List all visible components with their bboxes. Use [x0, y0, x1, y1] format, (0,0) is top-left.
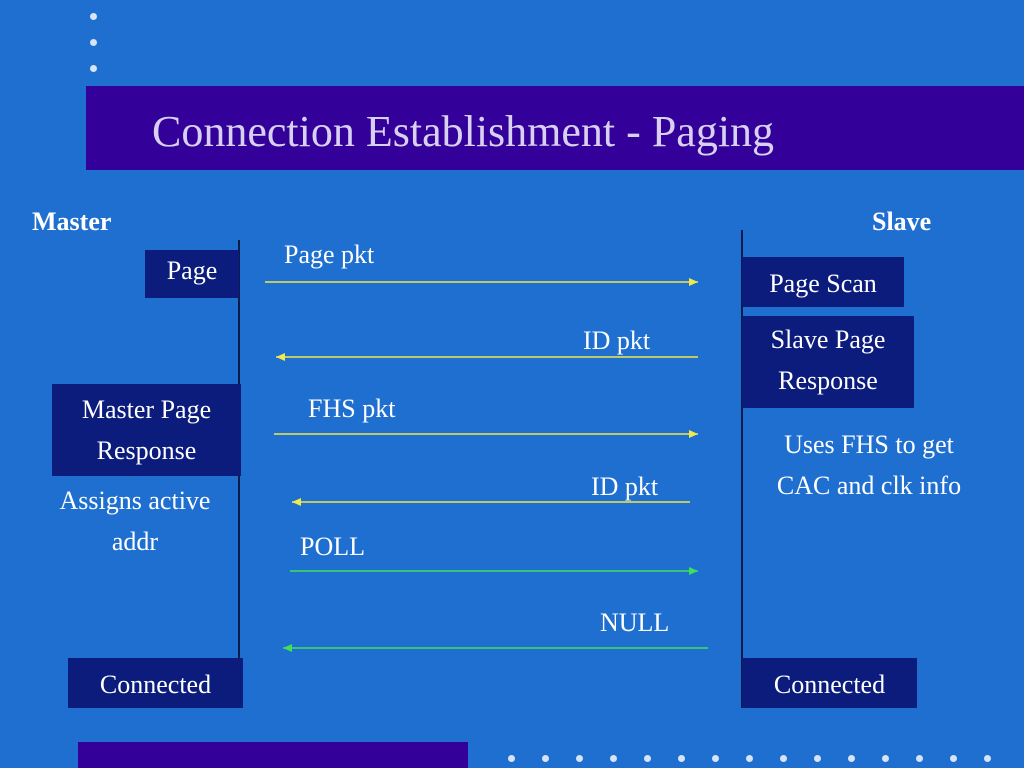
decor-dot: [542, 755, 549, 762]
slave-page-response-line2: Response: [778, 366, 878, 395]
decor-dot: [712, 755, 719, 762]
decor-dot: [746, 755, 753, 762]
slave-connected-box: Connected: [742, 658, 917, 708]
slave-page-response-box: Slave Page Response: [742, 316, 914, 408]
message-label-null: NULL: [600, 608, 670, 637]
master-note-line2: addr: [111, 527, 159, 556]
decor-dot: [916, 755, 923, 762]
master-note-line1: Assigns active: [59, 486, 211, 515]
arrowhead-icon: [276, 353, 285, 361]
title-bar: [86, 86, 1024, 170]
decor-dot: [814, 755, 821, 762]
decor-dot: [984, 755, 991, 762]
arrowhead-icon: [689, 278, 698, 286]
decor-dot: [950, 755, 957, 762]
arrowhead-icon: [689, 430, 698, 438]
slide-title: Connection Establishment - Paging: [152, 107, 775, 156]
decor-dot: [780, 755, 787, 762]
master-note: Assigns active addr: [30, 480, 240, 562]
decor-dot: [848, 755, 855, 762]
decor-dot: [90, 65, 97, 72]
decor-dot: [610, 755, 617, 762]
decor-dot: [882, 755, 889, 762]
decor-dot: [576, 755, 583, 762]
message-label-fhs-pkt: FHS pkt: [308, 394, 396, 423]
master-page-response-line1: Master Page: [81, 395, 212, 424]
message-label-id-pkt: ID pkt: [583, 326, 651, 355]
decor-dot: [644, 755, 651, 762]
slave-note-line1: Uses FHS to get: [784, 430, 954, 459]
decor-dot: [678, 755, 685, 762]
master-connected-box: Connected: [68, 658, 243, 708]
decor-dot: [90, 39, 97, 46]
arrowhead-icon: [283, 644, 292, 652]
arrowhead-icon: [292, 498, 301, 506]
message-label-id-pkt: ID pkt: [591, 472, 659, 501]
master-page-response-box: Master Page Response: [52, 384, 241, 476]
message-label-page-pkt: Page pkt: [284, 240, 375, 269]
slave-page-response-line1: Slave Page: [770, 325, 886, 354]
slave-heading: Slave: [872, 207, 932, 236]
slave-note: Uses FHS to get CAC and clk info: [740, 424, 998, 506]
slave-note-line2: CAC and clk info: [776, 471, 962, 500]
arrowhead-icon: [689, 567, 698, 575]
decor-dot: [508, 755, 515, 762]
slave-lifeline: [741, 230, 743, 708]
bottom-bar: [78, 742, 468, 768]
master-page-box: Page: [145, 250, 239, 298]
master-heading: Master: [32, 207, 112, 236]
master-page-response-line2: Response: [96, 436, 197, 465]
decor-dot: [90, 13, 97, 20]
message-label-poll: POLL: [300, 532, 365, 561]
slave-page-scan-box: Page Scan: [742, 257, 904, 307]
